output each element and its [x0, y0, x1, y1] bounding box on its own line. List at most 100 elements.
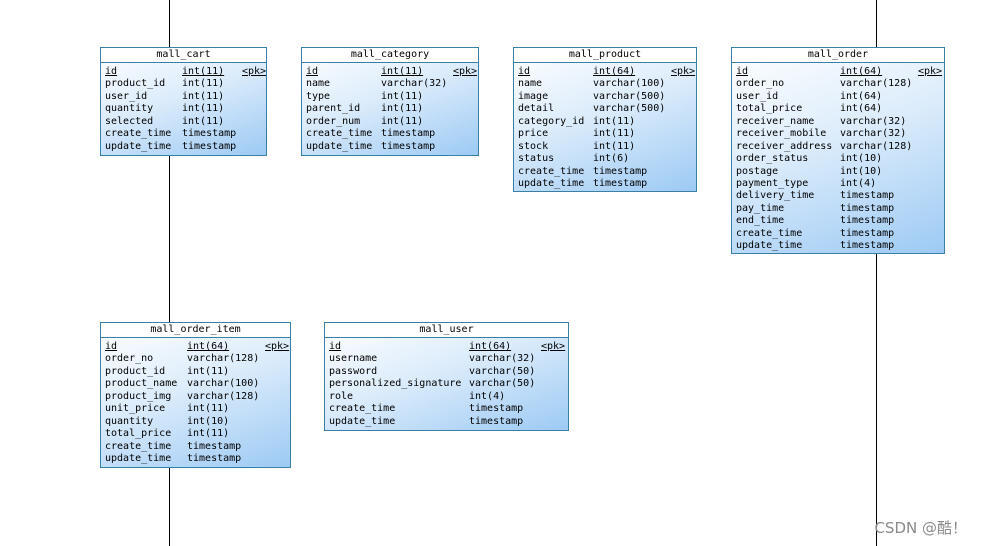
column-name: role: [329, 390, 354, 402]
column-name: type: [306, 90, 331, 102]
column-type: int(4): [840, 177, 877, 189]
column-type: varchar(32): [840, 128, 907, 140]
column-row-create-time[interactable]: create_time timestamp: [306, 128, 474, 140]
column-name: quantity: [105, 415, 154, 427]
column-type: int(10): [187, 415, 230, 427]
column-name: create_time: [329, 403, 396, 415]
column-row-price[interactable]: price int(11): [518, 128, 692, 140]
column-row-quantity[interactable]: quantity int(10): [105, 416, 286, 428]
column-type: varchar(500): [593, 90, 666, 102]
column-name: id: [329, 341, 342, 352]
column-type: int(10): [840, 153, 883, 165]
column-name: selected: [105, 115, 154, 127]
entity-title: mall_order_item: [101, 323, 290, 338]
entity-title: mall_user: [325, 323, 568, 338]
column-name: name: [518, 78, 543, 90]
column-name: create_time: [306, 128, 373, 140]
column-name: update_time: [306, 140, 373, 152]
column-type: timestamp: [381, 128, 436, 140]
column-type: int(11): [593, 128, 636, 140]
column-name: delivery_time: [736, 190, 815, 202]
column-name: personalized_signature: [329, 378, 462, 390]
column-name: id: [105, 66, 118, 77]
column-type: varchar(100): [187, 378, 260, 390]
column-name: create_time: [518, 165, 585, 177]
column-type: int(11): [182, 103, 225, 115]
column-name: user_id: [736, 90, 779, 102]
column-type: timestamp: [469, 403, 524, 415]
column-type: int(64): [840, 103, 883, 115]
column-type: int(64): [187, 341, 230, 352]
column-name: status: [518, 153, 555, 165]
column-name: create_time: [105, 440, 172, 452]
column-name: end_time: [736, 215, 785, 227]
column-name: price: [518, 128, 549, 140]
column-row-create-time[interactable]: create_time timestamp: [329, 403, 564, 415]
connector-line-left: [169, 0, 170, 546]
primary-key-marker: <pk>: [671, 66, 696, 77]
primary-key-marker: <pk>: [453, 66, 478, 77]
